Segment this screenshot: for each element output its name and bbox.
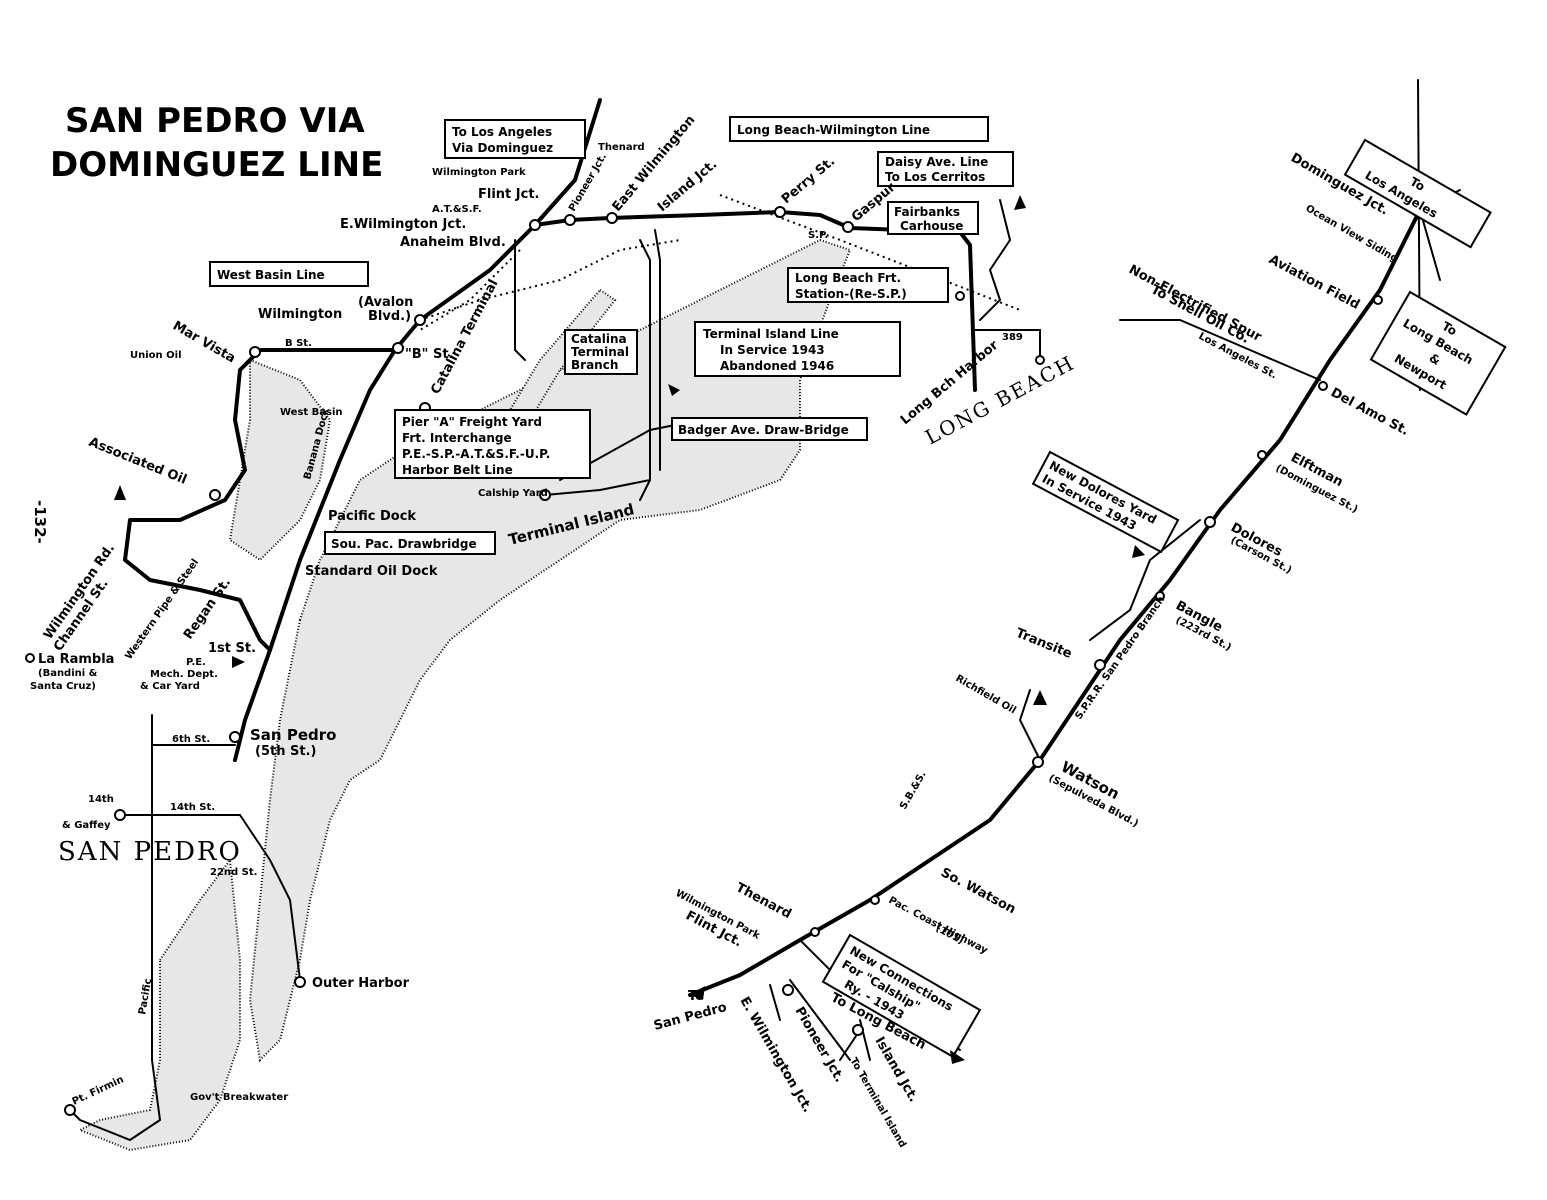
label-terminal-island-3: Abandoned 1946 xyxy=(720,359,834,373)
box-pier-a-freight-yard: Pier "A" Freight Yard Frt. Interchange P… xyxy=(394,409,591,479)
label-western-pipe: Western Pipe & Steel xyxy=(123,557,201,661)
label-lb-frt-2: Station-(Re-S.P.) xyxy=(795,287,907,301)
label-thenard: Thenard xyxy=(598,142,645,153)
label-long-beach: LONG BEACH xyxy=(921,350,1079,449)
label-sppr-branch: S.P.R.R. San Pedro Branch xyxy=(1073,594,1167,721)
label-to-la-dominguez-2: Via Dominguez xyxy=(452,141,553,155)
label-island-jct: Island Jct. xyxy=(655,157,720,215)
label-outer-harbor: Outer Harbor xyxy=(312,976,410,991)
label-pt-firmin: Pt. Firmin xyxy=(71,1074,126,1107)
label-sou-pac: Sou. Pac. Drawbridge xyxy=(331,537,477,551)
page-number: -132- xyxy=(31,500,49,544)
label-catalina-branch-2: Terminal xyxy=(571,345,629,359)
label-del-amo: Del Amo St. xyxy=(1328,385,1411,439)
label-badger: Badger Ave. Draw-Bridge xyxy=(678,423,849,437)
label-three-eighty-nine: 389 xyxy=(1002,332,1023,343)
label-daisy-2: To Los Cerritos xyxy=(885,170,985,184)
label-to-san-pedro-2: San Pedro xyxy=(652,1000,728,1034)
label-bandini: (Bandini & xyxy=(38,668,98,679)
left-map-stations xyxy=(25,206,1045,1116)
label-aviation-field: Aviation Field xyxy=(1266,252,1362,312)
label-transite: Transite xyxy=(1014,626,1075,662)
label-west-basin: West Basin Line xyxy=(217,268,325,282)
box-terminal-island-line: Terminal Island Line In Service 1943 Aba… xyxy=(694,321,901,377)
box-long-beach-frt-station: Long Beach Frt. Station-(Re-S.P.) xyxy=(787,267,949,303)
box-to-long-beach-newport: To Long Beach & Newport xyxy=(1369,290,1507,416)
label-terminal-island-2: In Service 1943 xyxy=(720,343,825,357)
box-daisy-ave-line: Daisy Ave. Line To Los Cerritos xyxy=(877,151,1014,187)
label-west-basin: West Basin xyxy=(280,407,343,418)
label-fourteenth-gaffey-2: & Gaffey xyxy=(62,820,111,831)
label-so-watson: So. Watson xyxy=(938,865,1018,917)
label-sbs: S.B.&S. xyxy=(898,769,929,811)
label-car-yard: & Car Yard xyxy=(140,681,200,692)
label-to-la-dominguez-1: To Los Angeles xyxy=(452,125,552,139)
arrows xyxy=(114,195,1145,1064)
label-east-wilmington: East Wilmington xyxy=(610,113,699,215)
label-fifth-st: (5th St.) xyxy=(255,744,316,759)
label-terminal-island-1: Terminal Island Line xyxy=(703,327,839,341)
label-santa-cruz: Santa Cruz) xyxy=(30,681,96,692)
label-catalina-branch-1: Catalina xyxy=(571,332,627,346)
label-twentysecond-st: 22nd St. xyxy=(210,867,257,878)
box-catalina-terminal-branch: Catalina Terminal Branch xyxy=(564,329,638,375)
label-to-la-right-1: To xyxy=(1407,174,1427,194)
harbor-land xyxy=(77,238,852,1152)
label-sp: S.P. xyxy=(808,230,828,241)
label-fairbanks-1: Fairbanks xyxy=(894,205,960,219)
label-regan-st: Regan St. xyxy=(181,575,234,642)
label-pier-a-3: P.E.-S.P.-A.T.&S.F.-U.P. xyxy=(402,447,550,461)
label-b-st: B St. xyxy=(285,338,312,349)
left-map-tracks xyxy=(69,98,1041,1142)
label-pier-a-1: Pier "A" Freight Yard xyxy=(402,415,542,429)
label-pacific-dock: Pacific Dock xyxy=(328,509,416,524)
label-richfield-oil: Richfield Oil xyxy=(954,673,1018,716)
label-long-beach-wilmington: Long Beach-Wilmington Line xyxy=(737,123,930,137)
box-new-dolores-yard: New Dolores Yard In Service 1943 xyxy=(1031,450,1180,554)
label-associated-oil: Associated Oil xyxy=(87,435,189,488)
label-govt-breakwater: Gov't Breakwater xyxy=(190,1092,288,1103)
label-perry-st: Perry St. xyxy=(779,154,838,207)
label-union-oil: Union Oil xyxy=(130,350,182,361)
map-title-line2: DOMINGUEZ LINE xyxy=(50,145,383,185)
label-mech-dept: Mech. Dept. xyxy=(150,669,218,680)
label-thenard-r: Thenard xyxy=(733,880,794,922)
box-to-la-via-dominguez: To Los Angeles Via Dominguez xyxy=(444,119,586,159)
label-fourteenth-gaffey-1: 14th xyxy=(88,794,114,805)
label-lb-frt-1: Long Beach Frt. xyxy=(795,271,901,285)
label-catalina-branch-3: Branch xyxy=(571,358,618,372)
label-e-wilmington-jct: E.Wilmington Jct. xyxy=(340,217,466,232)
label-first-st: 1st St. xyxy=(208,641,256,656)
label-la-rambla: La Rambla xyxy=(38,652,114,667)
label-san-pedro-stn: San Pedro xyxy=(250,726,336,744)
label-pier-a-2: Frt. Interchange xyxy=(402,431,512,445)
label-atsf: A.T.&S.F. xyxy=(432,204,482,215)
label-pier-a-4: Harbor Belt Line xyxy=(402,463,513,477)
box-long-beach-wilmington-line: Long Beach-Wilmington Line xyxy=(729,116,989,142)
label-wilmington-avalon-1: Wilmington xyxy=(258,307,342,322)
label-wilmington-avalon-2: (Avalon xyxy=(358,295,413,310)
map-title-line1: SAN PEDRO VIA xyxy=(65,101,365,141)
label-anaheim-blvd: Anaheim Blvd. xyxy=(400,235,506,250)
label-flint-jct: Flint Jct. xyxy=(478,187,539,202)
label-wilmington-avalon-3: Blvd.) xyxy=(368,309,411,324)
label-san-pedro-town: SAN PEDRO xyxy=(58,837,242,867)
label-to-lb-newport-1: To xyxy=(1439,319,1459,339)
box-sou-pac-drawbridge: Sou. Pac. Drawbridge xyxy=(324,531,496,555)
label-sixth-st: 6th St. xyxy=(172,734,210,745)
label-daisy-1: Daisy Ave. Line xyxy=(885,155,988,169)
label-fourteenth-st: 14th St. xyxy=(170,802,215,813)
box-badger-ave-drawbridge: Badger Ave. Draw-Bridge xyxy=(671,417,868,441)
label-catalina-terminal: Catalina Terminal xyxy=(428,277,501,397)
label-fairbanks-2: Carhouse xyxy=(900,219,963,233)
box-west-basin-line: West Basin Line xyxy=(209,261,369,287)
label-b-st2: "B" St. xyxy=(405,347,454,362)
label-pe-mech: P.E. xyxy=(186,657,206,668)
label-calship-yard: Calship Yard xyxy=(478,488,548,499)
box-fairbanks-carhouse: Fairbanks Carhouse xyxy=(887,201,979,235)
label-standard-oil-dock: Standard Oil Dock xyxy=(305,564,438,579)
label-wilmington-park: Wilmington Park xyxy=(432,167,526,178)
